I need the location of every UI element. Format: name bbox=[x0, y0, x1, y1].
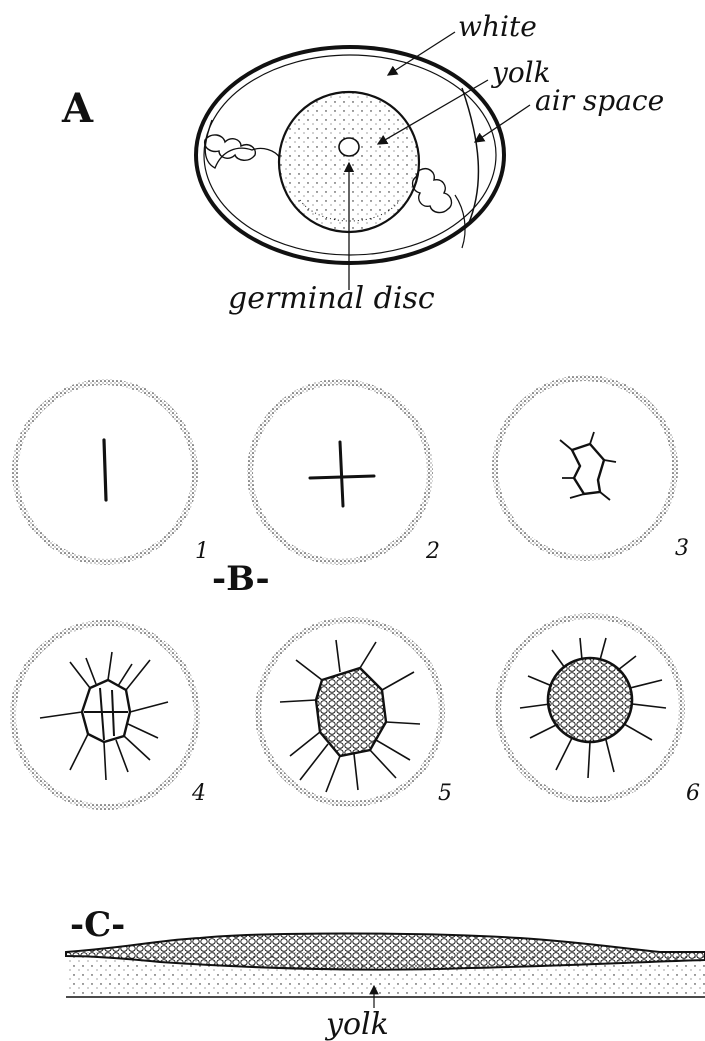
first-cleavage-furrow bbox=[104, 440, 106, 500]
chalaza-left-cloud bbox=[205, 135, 256, 160]
section-a: A white yolk air space germinal di bbox=[61, 10, 664, 316]
stage-number: 1 bbox=[195, 539, 209, 564]
stage-number: 3 bbox=[675, 536, 689, 561]
stage-5: 5 bbox=[258, 620, 452, 806]
stage-number: 4 bbox=[191, 781, 206, 806]
furrow-horizontal bbox=[310, 476, 374, 478]
stage-6: 6 bbox=[498, 616, 700, 806]
cell-cluster bbox=[572, 444, 604, 494]
cell-cluster bbox=[316, 668, 386, 756]
chalaza-right-strand bbox=[455, 195, 465, 248]
radiating-furrows bbox=[40, 652, 168, 780]
furrows bbox=[560, 432, 616, 500]
blastoderm-ring bbox=[495, 378, 675, 558]
section-c-letter: -C- bbox=[70, 905, 125, 945]
stage-3: 3 bbox=[495, 378, 689, 561]
air-space-boundary bbox=[462, 88, 478, 225]
egg-drawing bbox=[196, 47, 504, 263]
label-white: white bbox=[458, 10, 537, 43]
section-b: -B- 1 2 3 4 bbox=[13, 378, 700, 807]
stage-1: 1 bbox=[15, 382, 209, 564]
stage-number: 5 bbox=[438, 781, 452, 806]
section-a-letter: A bbox=[61, 85, 94, 132]
stage-4: 4 bbox=[13, 623, 206, 807]
blastoderm-ring bbox=[13, 623, 197, 807]
morula-cluster bbox=[548, 658, 632, 742]
germinal-disc bbox=[339, 138, 359, 156]
label-air-space: air space bbox=[535, 84, 664, 117]
stage-number: 6 bbox=[686, 781, 700, 806]
label-yolk-c: yolk bbox=[324, 1007, 389, 1041]
cross-section-drawing bbox=[66, 934, 705, 1009]
stage-2: 2 bbox=[250, 382, 440, 564]
stage-number: 2 bbox=[425, 539, 440, 564]
inner-walls bbox=[84, 688, 128, 740]
furrow-vertical bbox=[340, 442, 343, 506]
label-germinal-disc: germinal disc bbox=[228, 281, 435, 316]
section-b-letter: -B- bbox=[212, 559, 270, 599]
section-c: -C- yolk bbox=[66, 905, 705, 1041]
